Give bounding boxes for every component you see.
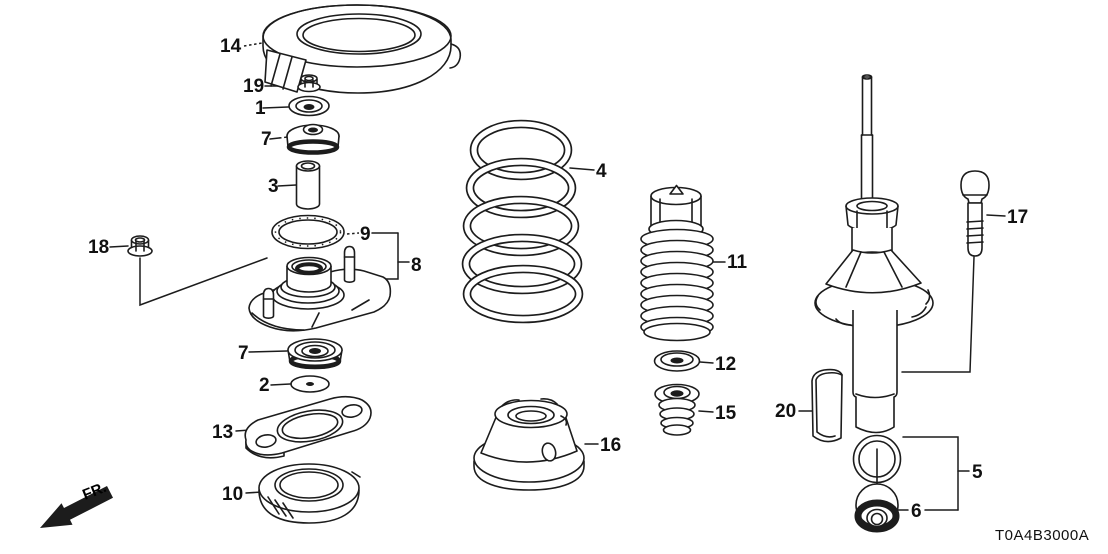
callout-19: 19 <box>243 76 264 97</box>
callout-5: 5 <box>972 462 983 483</box>
callout-1: 1 <box>255 98 266 119</box>
callout-7-lower: 7 <box>238 343 249 364</box>
part-5-shock-absorber <box>814 74 934 533</box>
callout-17: 17 <box>1007 207 1028 228</box>
callout-6: 6 <box>911 501 922 522</box>
callout-9: 9 <box>360 224 371 245</box>
callout-15: 15 <box>715 403 737 424</box>
callout-10: 10 <box>222 484 243 505</box>
part-4-coil-spring <box>461 119 584 324</box>
part-2-washer <box>290 375 330 393</box>
part-17-bolt <box>960 170 990 257</box>
part-9-seal-ring <box>271 214 345 250</box>
part-15-bump-stop <box>654 383 700 436</box>
callout-4: 4 <box>596 161 607 182</box>
part-20-clip <box>811 368 843 443</box>
part-19-nut <box>297 74 321 93</box>
callout-16: 16 <box>600 435 621 456</box>
part-10-ring-mount <box>258 463 361 524</box>
callout-3: 3 <box>268 176 279 197</box>
callout-20: 20 <box>775 401 796 422</box>
part-12-washer <box>653 350 701 372</box>
part-6-bushing <box>854 483 900 533</box>
part-7-bush-lower <box>287 338 343 370</box>
part-1-washer <box>288 95 330 117</box>
part-14-mount-cap <box>262 4 462 94</box>
part-13-plate <box>244 395 372 459</box>
callout-numbers: 14 19 1 7 3 18 9 8 7 2 13 10 4 16 11 12 … <box>88 36 1028 522</box>
part-16-spring-seat <box>473 398 585 491</box>
part-8-damper-mount <box>248 245 392 332</box>
callout-7-upper: 7 <box>261 129 272 150</box>
callout-13: 13 <box>212 422 233 443</box>
callout-8: 8 <box>411 255 422 276</box>
diagram-code: T0A4B3000A <box>995 527 1089 544</box>
callout-2: 2 <box>259 375 270 396</box>
callout-14: 14 <box>220 36 242 57</box>
fr-direction-arrow: FR. <box>40 479 113 528</box>
part-7-bush-upper <box>286 123 340 155</box>
callout-11: 11 <box>727 252 748 273</box>
callout-12: 12 <box>715 354 736 375</box>
part-18-nut <box>127 235 153 257</box>
part-11-dust-cover <box>640 184 714 342</box>
callout-18: 18 <box>88 237 109 258</box>
part-3-collar <box>295 160 321 210</box>
